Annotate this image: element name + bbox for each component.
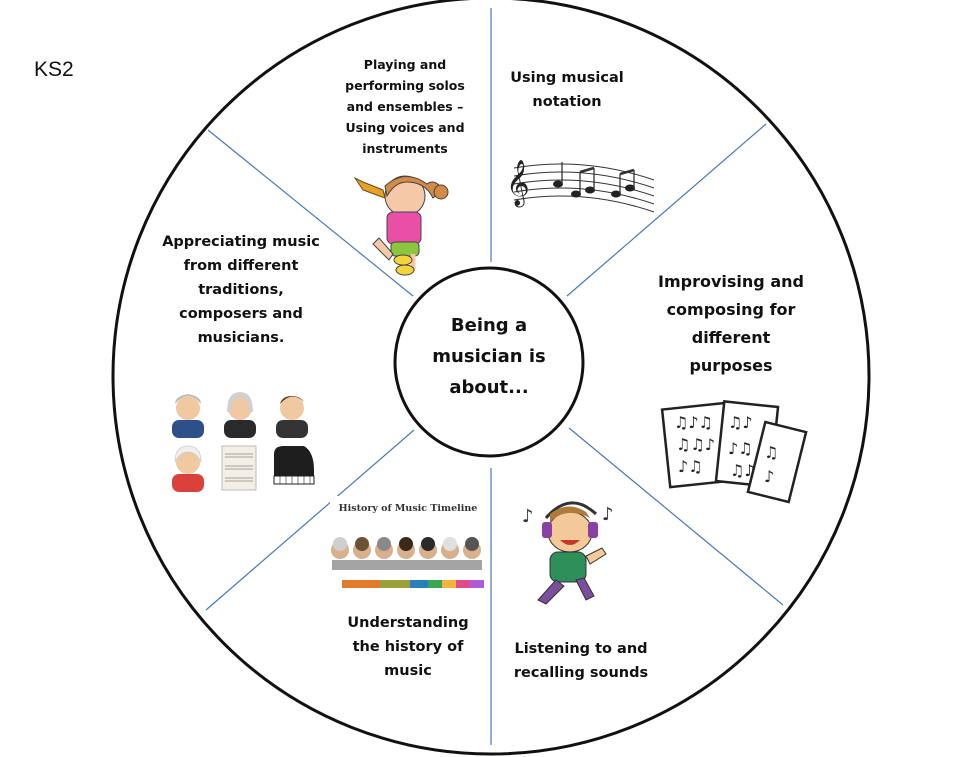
segment-notation-text: Using musical notation xyxy=(500,66,634,114)
divider-lower-left xyxy=(205,429,415,611)
segment-line: performing solos xyxy=(345,78,465,93)
segment-line: the history of xyxy=(352,639,464,655)
segment-line: different xyxy=(691,328,771,347)
segment-line: composers and xyxy=(179,306,303,322)
timeline-title: History of Music Timeline xyxy=(339,503,478,514)
segment-line: Improvising and xyxy=(658,272,804,291)
segment-dividers xyxy=(205,8,784,745)
segment-line: purposes xyxy=(689,356,773,375)
svg-text:♪: ♪ xyxy=(522,506,534,527)
segment-listening-text: Listening to and recalling sounds xyxy=(502,637,660,685)
segment-line: Using musical xyxy=(510,70,624,86)
segment-composing-text: Improvising and composing for different … xyxy=(646,268,816,380)
segment-line: recalling sounds xyxy=(513,665,649,681)
sheet-music-pages-illustration: ♫♪♫ ♫♫♪ ♪♫ ♫♪ ♪♫ ♫♪ ♫ ♪ xyxy=(660,400,808,504)
composer-icon xyxy=(172,445,204,492)
segment-history-text: Understanding the history of music xyxy=(336,611,480,683)
center-line: about... xyxy=(449,377,529,398)
music-staff-illustration: 𝄞 xyxy=(506,160,655,213)
composer-icon xyxy=(276,396,308,438)
svg-text:♪: ♪ xyxy=(764,467,774,486)
svg-text:♪♫: ♪♫ xyxy=(678,457,703,476)
trumpet-girl-illustration xyxy=(353,175,449,276)
svg-text:♫♪: ♫♪ xyxy=(730,461,755,480)
segment-appreciating-text: Appreciating music from different tradit… xyxy=(152,230,330,350)
center-line: musician is xyxy=(432,346,546,367)
divider-upper-left xyxy=(207,129,414,297)
divider-upper-right xyxy=(566,123,767,297)
svg-text:♪: ♪ xyxy=(602,504,614,525)
center-title: Being a musician is about... xyxy=(412,310,566,403)
music-timeline-illustration: History of Music Timeline xyxy=(330,496,486,600)
segment-line: instruments xyxy=(362,141,448,156)
segment-line: Using voices and xyxy=(345,120,465,135)
svg-text:♫♪: ♫♪ xyxy=(728,413,753,432)
svg-text:♫: ♫ xyxy=(764,443,778,462)
segment-line: traditions, xyxy=(198,282,284,298)
svg-text:𝄞: 𝄞 xyxy=(506,160,530,208)
divider-lower-right xyxy=(568,427,784,606)
svg-text:♪♫: ♪♫ xyxy=(728,439,753,458)
segment-line: Playing and xyxy=(363,57,447,72)
segment-line: musicians. xyxy=(197,330,285,346)
segment-line: Appreciating music xyxy=(162,234,320,250)
segment-line: and ensembles – xyxy=(346,99,464,114)
composer-icons-grid xyxy=(172,392,315,492)
grand-piano-icon xyxy=(273,446,315,485)
svg-text:♫♫♪: ♫♫♪ xyxy=(676,435,715,454)
center-circle xyxy=(393,266,585,458)
svg-text:♫♪♫: ♫♪♫ xyxy=(674,413,713,432)
segment-line: notation xyxy=(532,94,602,110)
segment-line: music xyxy=(384,663,432,679)
center-line: Being a xyxy=(450,315,528,336)
composer-icon xyxy=(224,392,256,438)
segment-line: Understanding xyxy=(347,615,469,631)
timeline-color-bar xyxy=(342,580,484,588)
composer-icon xyxy=(172,394,204,438)
segment-line: from different xyxy=(183,258,299,274)
key-stage-label: KS2 xyxy=(34,58,74,81)
segment-line: composing for xyxy=(666,300,796,319)
composer-portraits-row xyxy=(331,537,482,570)
headphones-boy-illustration: ♪ ♪ xyxy=(522,501,614,605)
segment-line: Listening to and xyxy=(514,641,648,657)
sheet-music-icon xyxy=(221,445,257,491)
segment-performing-text: Playing and performing solos and ensembl… xyxy=(330,54,480,159)
